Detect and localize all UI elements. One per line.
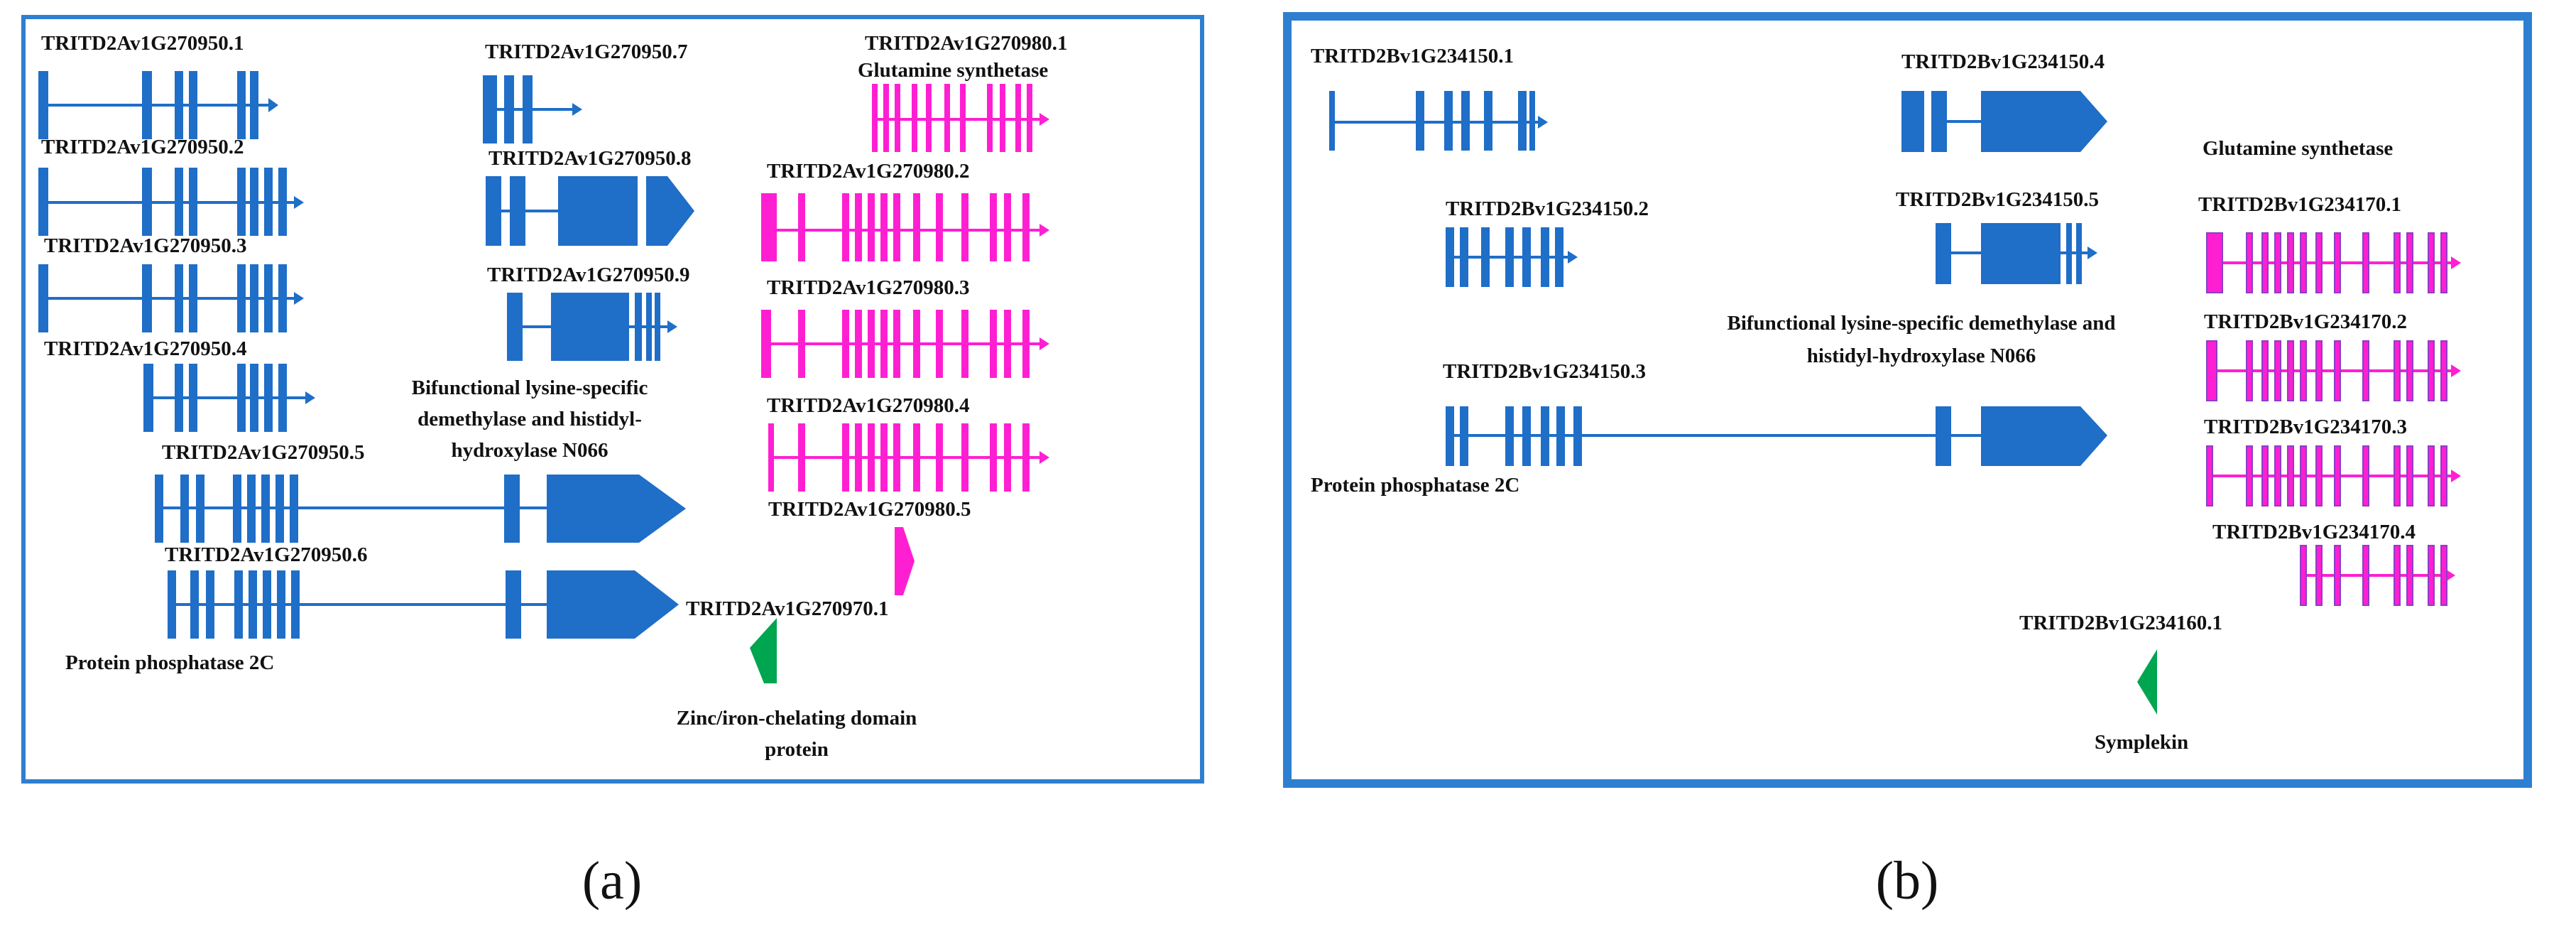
caption-b: (b) [1876, 851, 1939, 911]
gene-model-a-270970-1 [750, 618, 777, 683]
gene-label-a-270980-1: TRITD2Av1G270980.1 [865, 32, 1067, 55]
desc-a-lysine-line2: demethylase and histidyl- [417, 408, 642, 430]
gene-model-a-270980-2 [761, 193, 1049, 261]
panel-a-frame [21, 15, 1204, 784]
gene-label-a-270970-1: TRITD2Av1G270970.1 [686, 597, 888, 620]
gene-label-b-234170-4: TRITD2Bv1G234170.4 [2212, 521, 2416, 543]
desc-a-zinc-line2: protein [765, 738, 829, 761]
gene-model-b-234150-4 [1901, 91, 2107, 152]
gene-label-a-270980-3: TRITD2Av1G270980.3 [767, 276, 969, 299]
gene-label-a-270950-6: TRITD2Av1G270950.6 [165, 543, 367, 566]
panel-b: TRITD2Bv1G234150.1 TRITD2Bv1G234150.2 TR… [1283, 12, 2532, 788]
gene-label-a-270980-5: TRITD2Av1G270980.5 [768, 498, 971, 521]
desc-b-lysine-line1: Bifunctional lysine-specific demethylase… [1728, 312, 2116, 335]
gene-label-a-270950-9: TRITD2Av1G270950.9 [487, 264, 689, 286]
panel-a: TRITD2Av1G270950.1 TRITD2Av1G270950.2 TR… [21, 15, 1204, 784]
gene-model-b-234170-3 [2206, 445, 2461, 506]
gene-label-b-234160-1: TRITD2Bv1G234160.1 [2019, 612, 2222, 634]
panel-b-frame [1283, 12, 2532, 788]
gene-model-b-234170-1 [2206, 232, 2461, 293]
desc-a-lysine-line3: hydroxylase N066 [451, 439, 608, 462]
gene-label-a-270980-2: TRITD2Av1G270980.2 [767, 160, 969, 183]
gene-model-a-270950-8 [486, 176, 694, 246]
gene-model-b-234150-3 [1446, 406, 2107, 466]
gene-label-a-270950-1: TRITD2Av1G270950.1 [41, 32, 244, 55]
gene-label-b-234150-2: TRITD2Bv1G234150.2 [1446, 197, 1649, 220]
desc-a-lysine-line1: Bifunctional lysine-specific [412, 376, 648, 399]
gene-label-b-234150-4: TRITD2Bv1G234150.4 [1901, 50, 2105, 73]
gene-model-a-270980-3 [761, 310, 1049, 378]
gene-model-a-270950-2 [38, 168, 304, 236]
gene-label-a-270950-5: TRITD2Av1G270950.5 [162, 441, 364, 464]
gene-label-b-234170-3: TRITD2Bv1G234170.3 [2204, 416, 2407, 438]
gene-model-b-234170-2 [2206, 340, 2461, 401]
gene-label-b-234150-1: TRITD2Bv1G234150.1 [1311, 45, 1514, 67]
desc-a-pp2c: Protein phosphatase 2C [65, 651, 274, 674]
gene-label-a-270950-8: TRITD2Av1G270950.8 [489, 147, 691, 170]
gene-model-b-234150-5 [1936, 223, 2097, 284]
gene-label-a-270950-4: TRITD2Av1G270950.4 [44, 337, 246, 360]
gene-model-a-270950-6 [168, 570, 679, 639]
gene-label-a-270950-7: TRITD2Av1G270950.7 [485, 40, 687, 63]
gene-model-a-270950-3 [38, 264, 304, 332]
desc-a-glutamine: Glutamine synthetase [858, 59, 1048, 82]
gene-model-a-270980-4 [768, 423, 1049, 492]
gene-model-a-270980-1 [872, 84, 1049, 152]
gene-model-b-234150-1 [1329, 91, 1548, 151]
gene-label-b-234150-3: TRITD2Bv1G234150.3 [1443, 360, 1646, 383]
gene-model-a-270980-5 [895, 527, 915, 595]
desc-b-symplekin: Symplekin [2095, 731, 2188, 754]
gene-model-a-270950-9 [507, 293, 677, 361]
desc-b-glutamine: Glutamine synthetase [2203, 137, 2393, 160]
gene-model-b-234150-2 [1446, 227, 1578, 287]
desc-b-lysine-line2: histidyl-hydroxylase N066 [1807, 345, 2036, 367]
gene-model-a-270950-7 [483, 75, 582, 143]
gene-model-a-270950-5 [155, 475, 686, 543]
desc-b-pp2c: Protein phosphatase 2C [1311, 474, 1519, 497]
desc-a-zinc-line1: Zinc/iron-chelating domain [677, 707, 917, 730]
gene-label-a-270950-3: TRITD2Av1G270950.3 [44, 234, 246, 257]
gene-label-a-270980-4: TRITD2Av1G270980.4 [767, 394, 969, 417]
gene-label-b-234150-5: TRITD2Bv1G234150.5 [1896, 188, 2099, 211]
gene-label-b-234170-2: TRITD2Bv1G234170.2 [2204, 310, 2407, 333]
gene-model-a-270950-1 [38, 71, 278, 139]
gene-label-a-270950-2: TRITD2Av1G270950.2 [41, 136, 244, 158]
gene-model-b-234170-4 [2300, 545, 2455, 606]
gene-label-b-234170-1: TRITD2Bv1G234170.1 [2198, 193, 2401, 216]
gene-model-b-234160-1 [2137, 649, 2157, 715]
caption-a: (a) [582, 851, 642, 911]
gene-model-a-270950-4 [143, 364, 315, 432]
